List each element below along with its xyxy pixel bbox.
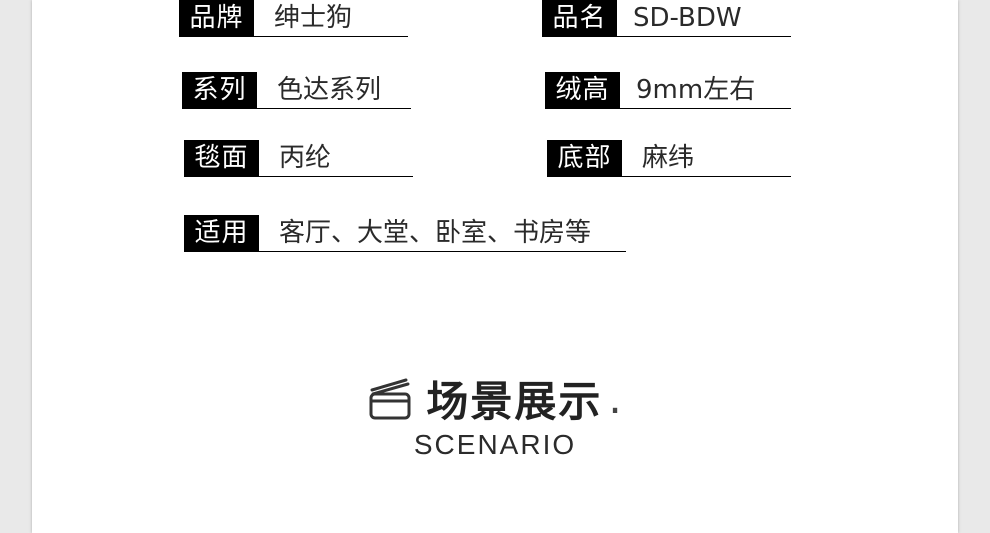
spec-value: 丙纶	[279, 143, 332, 173]
divider	[545, 108, 791, 109]
spec-label: 绒高	[545, 72, 620, 108]
spec-backing: 底部 麻纬	[547, 140, 791, 177]
spec-label: 毯面	[184, 140, 259, 176]
spec-pile-height: 绒高 9mm左右	[545, 72, 791, 109]
divider	[184, 251, 626, 252]
spec-value: 色达系列	[277, 75, 382, 105]
divider	[542, 36, 791, 37]
scenario-section: 场景展示 . SCENARIO	[0, 368, 990, 461]
spec-value: 绅士狗	[274, 3, 353, 33]
divider	[179, 36, 408, 37]
spec-label: 品名	[542, 0, 617, 36]
scenario-heading: 场景展示 .	[368, 368, 622, 429]
clapperboard-icon	[369, 378, 411, 419]
spec-surface: 毯面 丙纶	[184, 140, 413, 177]
spec-label: 适用	[184, 215, 259, 251]
spec-product-name: 品名 SD-BDW	[542, 0, 791, 37]
divider	[547, 176, 791, 177]
spec-value: 麻纬	[642, 143, 695, 173]
spec-label: 品牌	[179, 0, 254, 36]
scenario-title: 场景展示	[426, 377, 603, 426]
spec-value: 客厅、大堂、卧室、书房等	[279, 218, 592, 248]
spec-value: SD-BDW	[633, 3, 742, 33]
spec-brand: 品牌 绅士狗	[179, 0, 408, 37]
spec-label: 底部	[547, 140, 622, 176]
title-dot: .	[608, 374, 622, 423]
scenario-subtitle: SCENARIO	[413, 429, 577, 460]
divider	[182, 108, 411, 109]
divider	[184, 176, 413, 177]
spec-label: 系列	[182, 72, 257, 108]
spec-value: 9mm左右	[636, 75, 756, 105]
spec-series: 系列 色达系列	[182, 72, 411, 109]
spec-usage: 适用 客厅、大堂、卧室、书房等	[184, 215, 626, 252]
